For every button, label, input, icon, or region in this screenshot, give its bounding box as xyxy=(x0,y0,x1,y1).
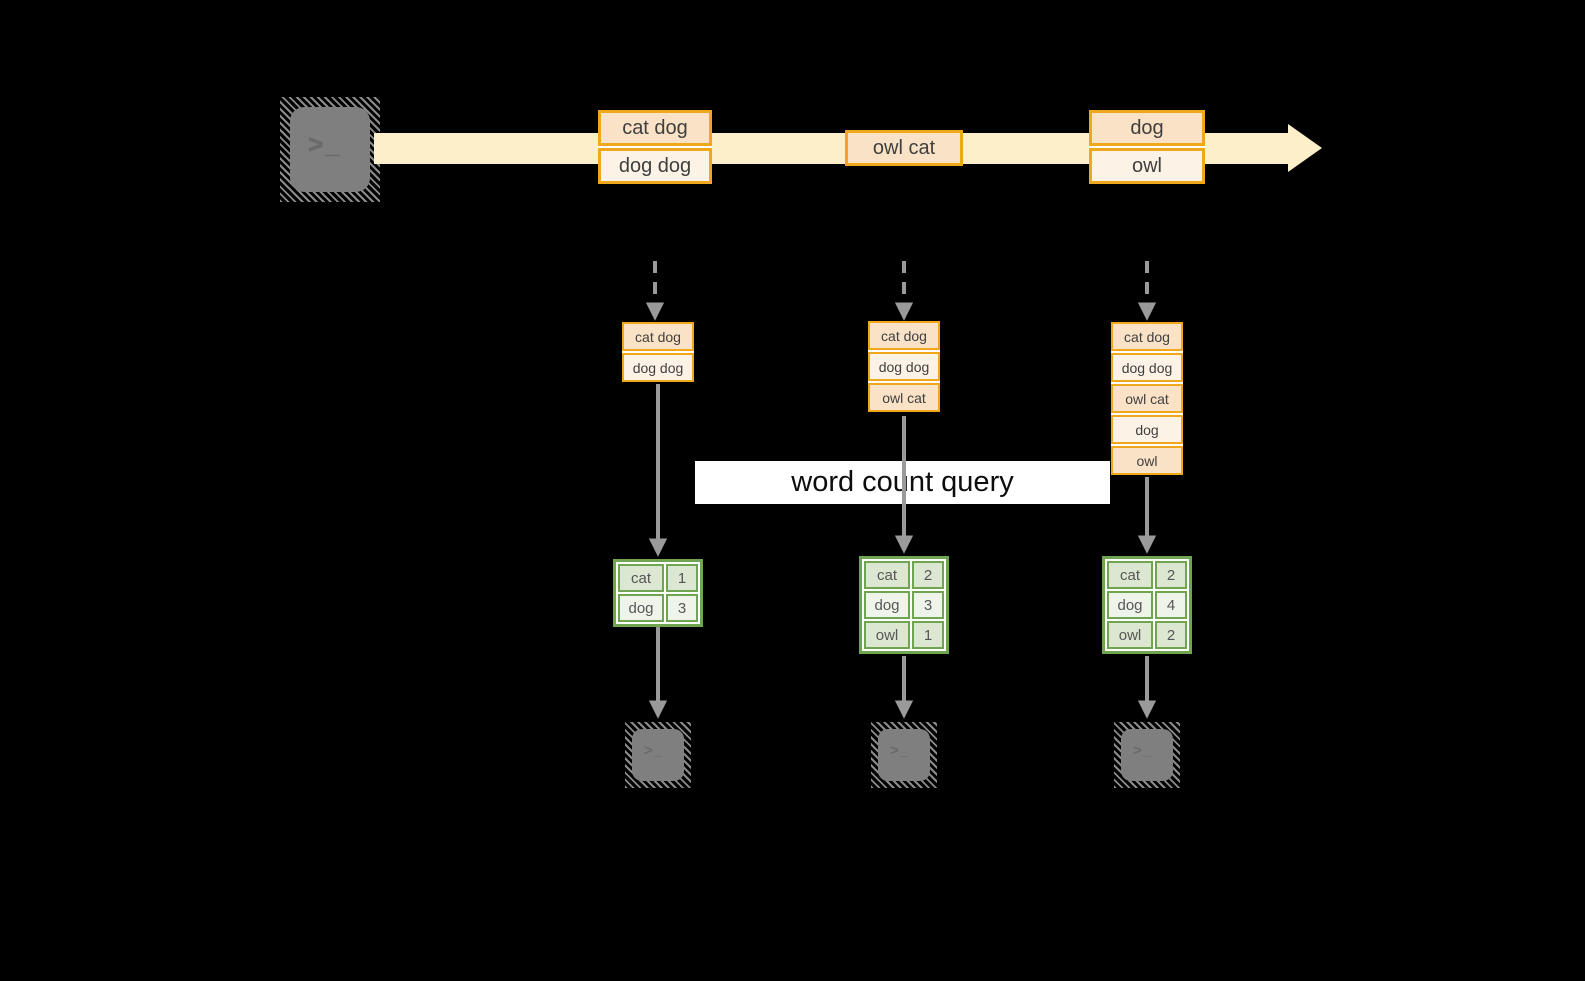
terminal-prompt-icon: >_ xyxy=(890,742,910,759)
event-line: owl xyxy=(1089,148,1205,184)
count-table-right: cat 2 dog 4 owl 2 xyxy=(1102,556,1192,654)
buffer-row: owl cat xyxy=(1111,384,1183,413)
buffer-row: cat dog xyxy=(868,321,940,350)
output-terminal-icon-right: >_ xyxy=(1114,722,1180,788)
terminal-prompt-icon: >_ xyxy=(1133,742,1153,759)
terminal-prompt-icon: >_ xyxy=(644,742,664,759)
count-cell: 2 xyxy=(1155,561,1187,589)
buffer-row: dog dog xyxy=(622,353,694,382)
buffer-row: dog dog xyxy=(868,352,940,381)
word-cell: dog xyxy=(1107,591,1153,619)
word-cell: dog xyxy=(618,594,664,622)
terminal-prompt-icon: >_ xyxy=(308,129,342,159)
stream-event-box-2: owl cat xyxy=(845,130,963,166)
source-terminal-icon: >_ xyxy=(280,97,380,202)
count-table-middle: cat 2 dog 3 owl 1 xyxy=(859,556,949,654)
count-cell: 4 xyxy=(1155,591,1187,619)
stream-arrowhead-icon xyxy=(1288,124,1322,172)
buffer-row: owl xyxy=(1111,446,1183,475)
event-line: dog xyxy=(1089,110,1205,146)
state-buffer-middle: cat dog dog dog owl cat xyxy=(868,321,940,412)
count-cell: 3 xyxy=(666,594,698,622)
word-cell: owl xyxy=(1107,621,1153,649)
count-cell: 1 xyxy=(666,564,698,592)
stream-event-box-1: cat dog dog dog xyxy=(598,110,712,184)
word-cell: cat xyxy=(864,561,910,589)
terminal-icon: >_ xyxy=(878,729,930,781)
terminal-icon: >_ xyxy=(1121,729,1173,781)
state-buffer-right: cat dog dog dog owl cat dog owl xyxy=(1111,322,1183,475)
terminal-icon: >_ xyxy=(290,107,370,192)
count-cell: 1 xyxy=(912,621,944,649)
buffer-row: cat dog xyxy=(1111,322,1183,351)
event-line: dog dog xyxy=(598,148,712,184)
count-cell: 2 xyxy=(1155,621,1187,649)
stream-event-box-3: dog owl xyxy=(1089,110,1205,184)
buffer-row: owl cat xyxy=(868,383,940,412)
count-table-left: cat 1 dog 3 xyxy=(613,559,703,627)
event-line: owl cat xyxy=(845,130,963,166)
count-cell: 3 xyxy=(912,591,944,619)
output-terminal-icon-middle: >_ xyxy=(871,722,937,788)
buffer-row: dog xyxy=(1111,415,1183,444)
event-line: cat dog xyxy=(598,110,712,146)
terminal-icon: >_ xyxy=(632,729,684,781)
buffer-row: dog dog xyxy=(1111,353,1183,382)
count-cell: 2 xyxy=(912,561,944,589)
state-buffer-left: cat dog dog dog xyxy=(622,322,694,382)
buffer-row: cat dog xyxy=(622,322,694,351)
word-cell: owl xyxy=(864,621,910,649)
output-terminal-icon-left: >_ xyxy=(625,722,691,788)
word-cell: cat xyxy=(618,564,664,592)
word-cell: cat xyxy=(1107,561,1153,589)
word-cell: dog xyxy=(864,591,910,619)
